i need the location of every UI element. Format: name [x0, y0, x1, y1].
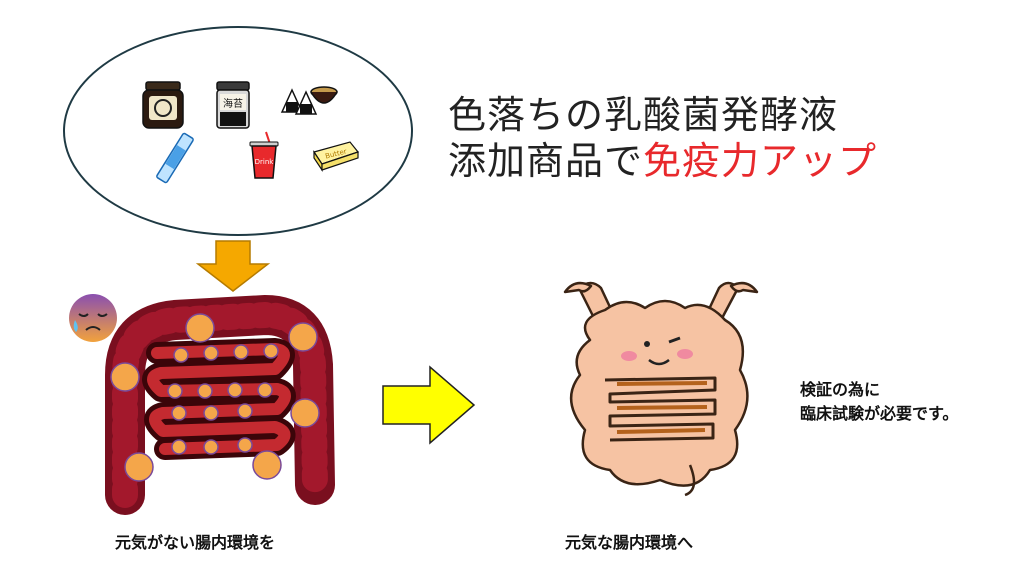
note-line-1: 検証の為に [800, 380, 881, 399]
food-products-ellipse [63, 26, 413, 236]
rice-balls-miso-soup-icon [280, 86, 338, 115]
nori-tsukudani-jar-icon [142, 81, 184, 129]
sad-bacteria-faces [110, 313, 320, 482]
headline-line-2-prefix: 添加商品で [448, 139, 644, 183]
stick-packet-icon [156, 132, 194, 184]
unhealthy-intestine-illustration [105, 294, 335, 515]
note-line-2: 臨床試験が必要です。 [800, 404, 959, 423]
caption-healthy: 元気な腸内環境へ [565, 533, 694, 552]
caption-unhealthy: 元気がない腸内環境を [115, 533, 276, 552]
clinical-trial-note: 検証の為に 臨床試験が必要です。 [800, 378, 958, 426]
drink-cup-icon: Drink [249, 131, 279, 179]
tearful-face-icon [69, 294, 117, 342]
butter-box-icon: Butter [313, 141, 360, 172]
seaweed-jar-icon: 海苔 [216, 81, 250, 129]
headline-line-2: 添加商品で免疫力アップ [448, 138, 877, 184]
down-arrow-icon [195, 240, 271, 292]
headline-accent: 免疫力アップ [643, 139, 878, 183]
seaweed-jar-label: 海苔 [223, 97, 243, 110]
cup-label: Drink [255, 158, 275, 166]
healthy-intestine-character [563, 281, 759, 497]
headline-line-1: 色落ちの乳酸菌発酵液 [448, 93, 839, 137]
right-arrow-icon [382, 365, 476, 445]
